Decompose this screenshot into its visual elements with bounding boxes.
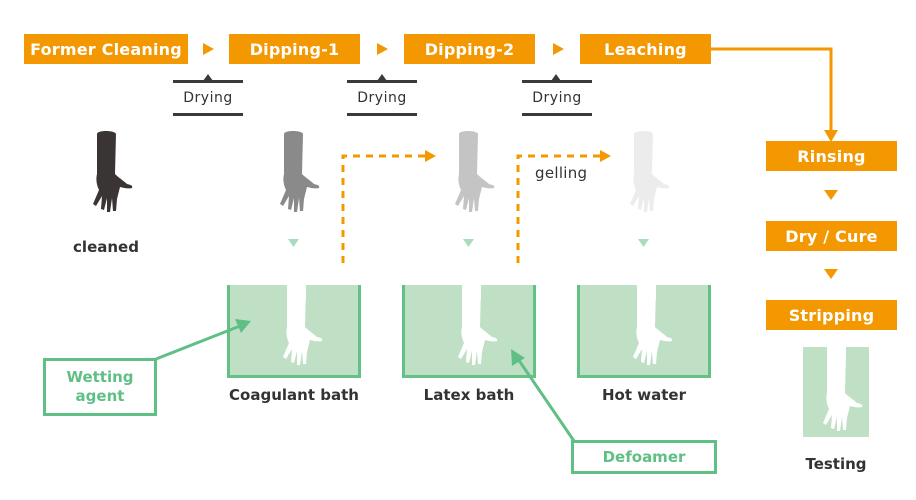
dashed-flow-arrow-icon-1 xyxy=(425,150,436,162)
hand-icon-white-coagulant xyxy=(283,285,323,365)
rinsing-down-arrow-icon xyxy=(824,190,838,200)
drying-step-2: Drying xyxy=(347,80,417,116)
dashed-flow-line-2 xyxy=(516,154,602,263)
gelling-label: gelling xyxy=(535,164,588,182)
drying-step-3: Drying xyxy=(522,80,592,116)
hand-icon-white-latex xyxy=(458,285,498,365)
drying-caret-icon-1 xyxy=(203,74,213,81)
step-leaching: Leaching xyxy=(580,34,711,64)
step-arrow-icon-1 xyxy=(203,43,214,55)
stage-label-coagulant-bath: Coagulant bath xyxy=(229,386,359,404)
testing-glove-box xyxy=(803,347,869,437)
hot-water-bath xyxy=(577,285,711,378)
hand-icon-light-gray xyxy=(455,131,495,212)
defoamer-callout: Defoamer xyxy=(571,440,717,474)
drycure-down-arrow-icon xyxy=(824,269,838,279)
stage-label-cleaned: cleaned xyxy=(73,238,139,256)
drying-step-1: Drying xyxy=(173,80,243,116)
leaching-connector-line xyxy=(711,47,833,132)
step-dipping-1: Dipping-1 xyxy=(229,34,360,64)
stage-label-latex-bath: Latex bath xyxy=(423,386,515,404)
step-stripping: Stripping xyxy=(766,300,897,330)
green-down-arrow-icon-2 xyxy=(463,239,474,247)
hand-icon-white-testing xyxy=(823,347,863,431)
hand-icon-faint-gray xyxy=(630,131,670,212)
coagulant-bath xyxy=(227,285,361,378)
step-dry-cure: Dry / Cure xyxy=(766,221,897,251)
testing-label: Testing xyxy=(805,455,867,473)
wetting-agent-callout: Wetting agent xyxy=(43,358,157,416)
green-down-arrow-icon-1 xyxy=(288,239,299,247)
step-dipping-2: Dipping-2 xyxy=(404,34,535,64)
step-arrow-icon-3 xyxy=(553,43,564,55)
hand-icon-black xyxy=(93,131,133,212)
stage-label-hot-water: Hot water xyxy=(602,386,686,404)
step-former-cleaning: Former Cleaning xyxy=(24,34,188,64)
drying-caret-icon-3 xyxy=(551,74,561,81)
drying-caret-icon-2 xyxy=(377,74,387,81)
green-down-arrow-icon-3 xyxy=(638,239,649,247)
step-rinsing: Rinsing xyxy=(766,141,897,171)
leaching-down-arrow-icon xyxy=(824,130,838,142)
latex-bath xyxy=(402,285,536,378)
hand-icon-white-hot-water xyxy=(633,285,673,365)
hand-icon-dark-gray xyxy=(280,131,320,212)
dashed-flow-line-1 xyxy=(341,154,427,263)
step-arrow-icon-2 xyxy=(377,43,388,55)
dashed-flow-arrow-icon-2 xyxy=(600,150,611,162)
